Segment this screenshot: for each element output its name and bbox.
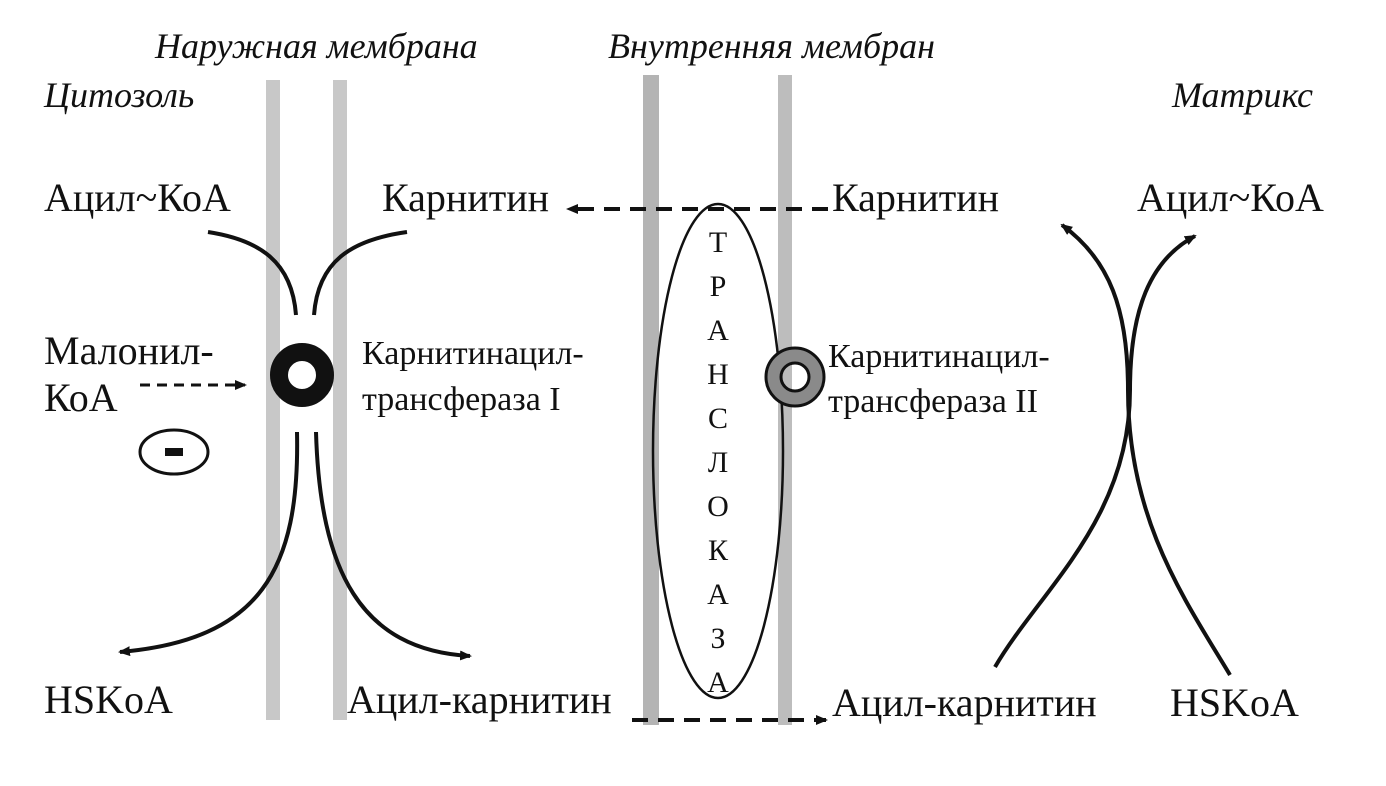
translocase-letters: Т Р А Н С Л О К А З А	[707, 226, 729, 699]
enzyme-2-ring-inner	[779, 361, 811, 393]
malonyl-coa-label-line2: КоА	[44, 375, 118, 420]
matrix-label: Матрикс	[1171, 75, 1313, 115]
matrix-acyl-coa-label: Ацил~КоА	[1137, 175, 1324, 220]
malonyl-coa-label-line1: Малонил-	[44, 328, 214, 373]
cytosol-acyl-carnitine-label: Ацил-карнитин	[347, 677, 612, 722]
enzyme-2-label-line1: Карнитинацил-	[828, 338, 1050, 375]
translocase-letter: Р	[710, 270, 727, 303]
enzyme-2-label-line2: трансфераза II	[828, 383, 1038, 420]
inner-membrane-layer-1	[643, 75, 659, 725]
enzyme-1-to-acyl-carnitine-arrow	[314, 431, 472, 661]
translocase-letter: Л	[708, 446, 728, 479]
cytosol-carnitine-label: Карнитин	[382, 175, 549, 220]
translocase-letter: А	[707, 666, 729, 699]
translocase-letter: К	[708, 534, 729, 567]
outer-membrane-layer-2	[333, 80, 347, 720]
translocase-letter: Н	[707, 358, 729, 391]
carnitine-to-enzyme-1-curve	[312, 230, 408, 316]
inhibition-symbol-oval	[138, 428, 210, 476]
outer-membrane-label: Наружная мембрана	[154, 26, 478, 66]
enzyme-1-label-line1: Карнитинацил-	[362, 335, 584, 372]
inner-membrane-label: Внутренняя мембран	[608, 26, 935, 66]
matrix-to-carnitine-arrow	[1060, 223, 1232, 677]
enzyme-2-ring	[767, 349, 823, 405]
enzyme-1-ring	[270, 343, 334, 407]
cytosol-acyl-coa-label: Ацил~КоА	[44, 175, 231, 220]
translocase-letter: А	[707, 314, 729, 347]
enzyme-1-to-hskoa-arrow	[118, 431, 300, 657]
translocase-letter: Т	[709, 226, 727, 259]
matrix-hskoa-label: HSKoA	[1170, 680, 1299, 725]
translocase-letter: О	[707, 490, 729, 523]
cytosol-hskoa-label: HSKoA	[44, 677, 173, 722]
translocase-ellipse	[651, 202, 785, 700]
matrix-acyl-carnitine-label: Ацил-карнитин	[832, 680, 1097, 725]
translocase-letter: А	[707, 578, 729, 611]
enzyme-2-ring-outer	[764, 346, 826, 408]
outer-membrane-layer-1	[266, 80, 280, 720]
acyl-coa-to-enzyme-1-curve	[207, 230, 298, 316]
cytosol-label: Цитозоль	[43, 75, 194, 115]
matrix-carnitine-label: Карнитин	[832, 175, 999, 220]
enzyme-1-label-line2: трансфераза I	[362, 381, 561, 418]
matrix-to-acyl-coa-arrow	[993, 234, 1197, 669]
translocase-letter: З	[710, 622, 725, 655]
inhibition-symbol-minus	[165, 448, 183, 456]
translocase-letter: С	[708, 402, 728, 435]
